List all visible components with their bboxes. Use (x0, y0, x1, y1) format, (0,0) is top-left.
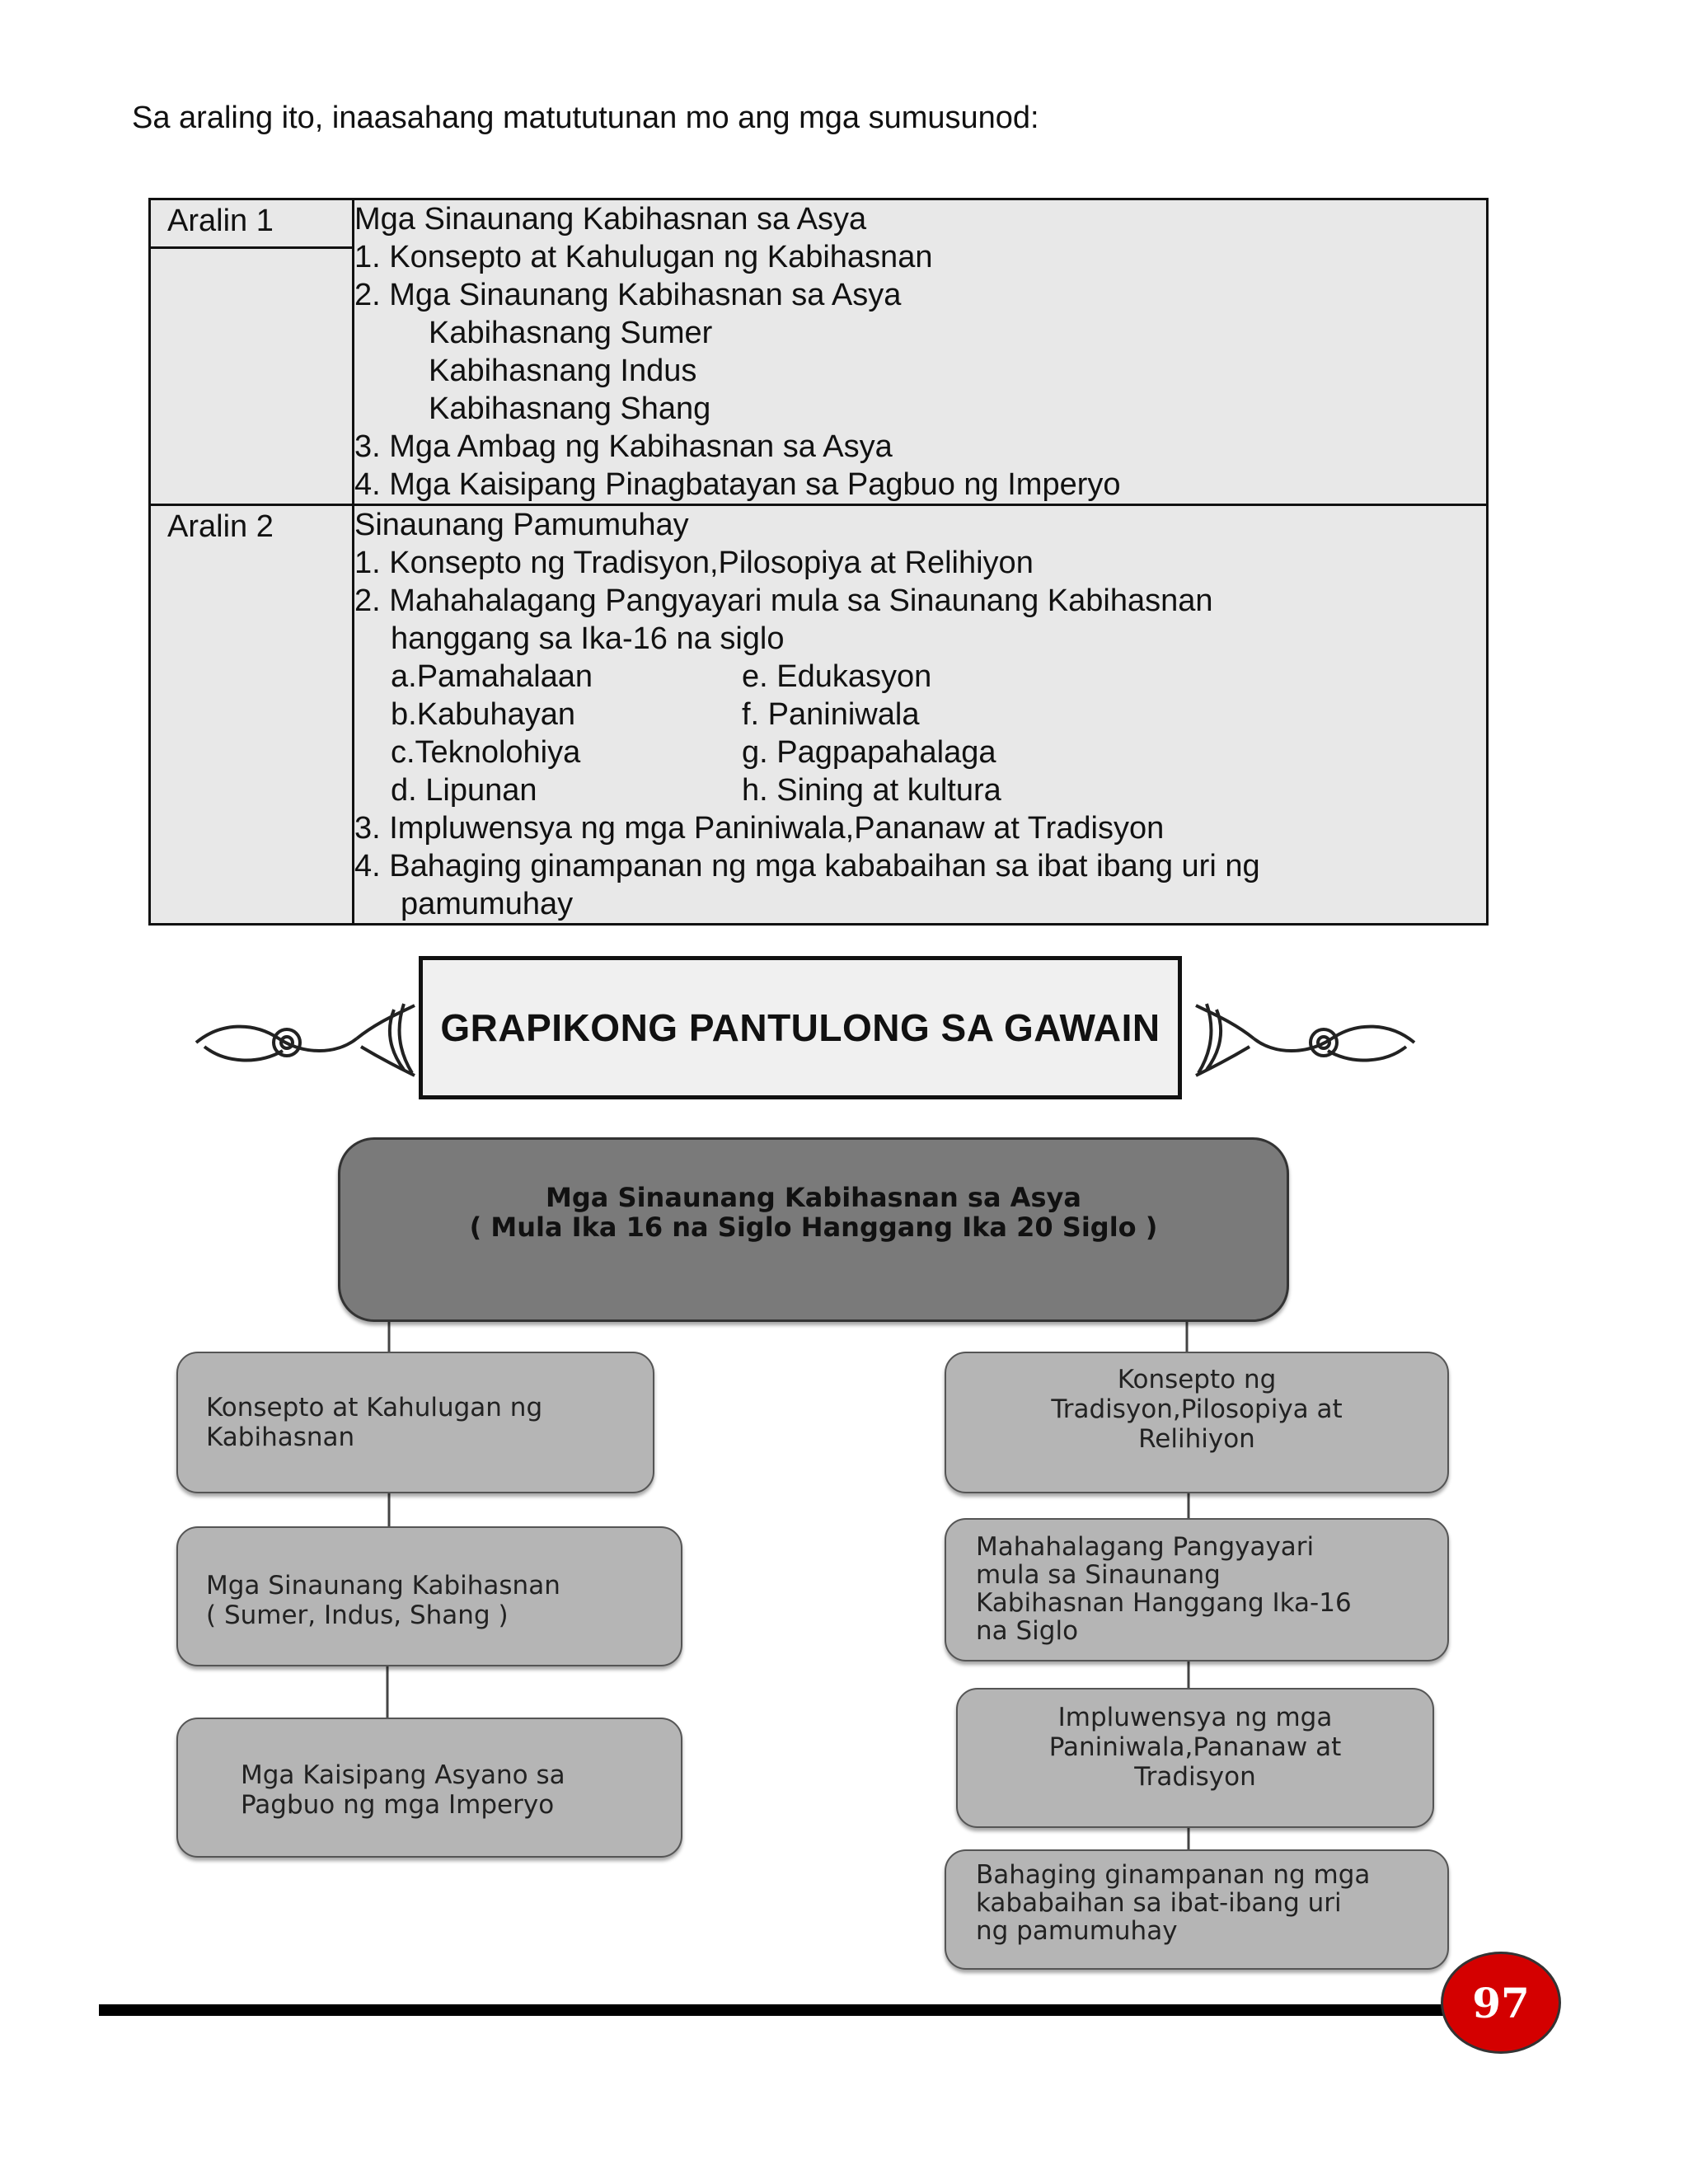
page-number-badge: 97 (1441, 1952, 1561, 2054)
lesson-content: Mga Sinaunang Kabihasnan sa Asya 1. Kons… (352, 198, 1489, 506)
node-label: Bahaging ginampanan ng mga kababaihan sa… (976, 1860, 1371, 1946)
diagram-left-node-3: Mga Kaisipang Asyano sa Pagbuo ng mga Im… (176, 1718, 682, 1858)
lesson-subitem: Kabihasnang Sumer (429, 316, 713, 350)
left-scroll-ornament-icon (195, 1003, 415, 1077)
lesson-label: Aralin 1 (151, 200, 352, 249)
lesson-table: Aralin 1 Mga Sinaunang Kabihasnan sa Asy… (148, 198, 1489, 926)
topic: e. Edukasyon (742, 659, 932, 694)
lesson-label-cell: Aralin 1 (148, 198, 354, 506)
lesson-content: Sinaunang Pamumuhay 1. Konsepto ng Tradi… (352, 504, 1489, 926)
node-label: Konsepto ng Tradisyon,Pilosopiya at Reli… (1051, 1365, 1343, 1454)
lesson-row-2: Aralin 2 Sinaunang Pamumuhay 1. Konsepto… (148, 504, 1489, 926)
lesson-label-cell: Aralin 2 (148, 504, 354, 926)
lesson-item: 4. Bahaging ginampanan ng mga kababaihan… (354, 849, 1260, 883)
topic-pair: c.Teknolohiya g. Pagpapahalaga (354, 733, 1486, 771)
topic: f. Paniniwala (742, 697, 920, 732)
intro-text: Sa araling ito, inaasahang matututunan m… (132, 101, 1039, 135)
lesson-subitem: Kabihasnang Shang (429, 391, 711, 426)
topic: a.Pamahalaan (391, 659, 593, 694)
topic: c.Teknolohiya (391, 735, 581, 770)
right-scroll-ornament-icon (1195, 1003, 1416, 1077)
lesson-label: Aralin 2 (167, 509, 274, 544)
lesson-item: 1. Konsepto at Kahulugan ng Kabihasnan (354, 240, 933, 274)
diagram-right-node-2: Mahahalagang Pangyayari mula sa Sinaunan… (945, 1518, 1449, 1661)
lesson-subitem: Kabihasnang Indus (429, 354, 697, 388)
diagram-left-node-2: Mga Sinaunang Kabihasnan ( Sumer, Indus,… (176, 1526, 682, 1666)
node-label: Konsepto at Kahulugan ng Kabihasnan (206, 1393, 543, 1452)
section-banner: GRAPIKONG PANTULONG SA GAWAIN (419, 956, 1182, 1099)
lesson-row-1: Aralin 1 Mga Sinaunang Kabihasnan sa Asy… (148, 198, 1489, 506)
lesson-item: 1. Konsepto ng Tradisyon,Pilosopiya at R… (354, 546, 1034, 580)
lesson-title: Mga Sinaunang Kabihasnan sa Asya (354, 202, 867, 237)
lesson-item: 3. Impluwensya ng mga Paniniwala,Pananaw… (354, 811, 1165, 846)
topic: b.Kabuhayan (391, 697, 575, 732)
lesson-item-continued: pamumuhay (401, 887, 574, 921)
node-label: Mahahalagang Pangyayari mula sa Sinaunan… (976, 1532, 1352, 1646)
diagram-right-node-4: Bahaging ginampanan ng mga kababaihan sa… (945, 1849, 1449, 1970)
lesson-item: 2. Mga Sinaunang Kabihasnan sa Asya (354, 278, 902, 312)
footer-rule (99, 2004, 1451, 2016)
lesson-item-continued: hanggang sa Ika-16 na siglo (391, 621, 785, 656)
topic-pair: a.Pamahalaan e. Edukasyon (354, 658, 1486, 696)
topic: h. Sining at kultura (742, 773, 1001, 808)
node-label: Mga Kaisipang Asyano sa Pagbuo ng mga Im… (241, 1760, 565, 1820)
topic-pair: b.Kabuhayan f. Paniniwala (354, 696, 1486, 733)
diagram-root-node: Mga Sinaunang Kabihasnan sa Asya ( Mula … (338, 1137, 1289, 1322)
topic: d. Lipunan (391, 773, 537, 808)
lesson-title: Sinaunang Pamumuhay (354, 508, 689, 542)
lesson-item: 3. Mga Ambag ng Kabihasnan sa Asya (354, 429, 893, 464)
diagram-left-node-1: Konsepto at Kahulugan ng Kabihasnan (176, 1352, 654, 1493)
diagram-right-node-1: Konsepto ng Tradisyon,Pilosopiya at Reli… (945, 1352, 1449, 1493)
topic-pair: d. Lipunan h. Sining at kultura (354, 771, 1486, 809)
diagram-right-node-3: Impluwensya ng mga Paniniwala,Pananaw at… (956, 1688, 1434, 1828)
topic: g. Pagpapahalaga (742, 735, 996, 770)
node-label: Mga Sinaunang Kabihasnan ( Sumer, Indus,… (206, 1571, 560, 1630)
lesson-item: 4. Mga Kaisipang Pinagbatayan sa Pagbuo … (354, 467, 1121, 502)
lesson-item: 2. Mahahalagang Pangyayari mula sa Sinau… (354, 583, 1213, 618)
node-label: Impluwensya ng mga Paniniwala,Pananaw at… (1048, 1703, 1342, 1792)
